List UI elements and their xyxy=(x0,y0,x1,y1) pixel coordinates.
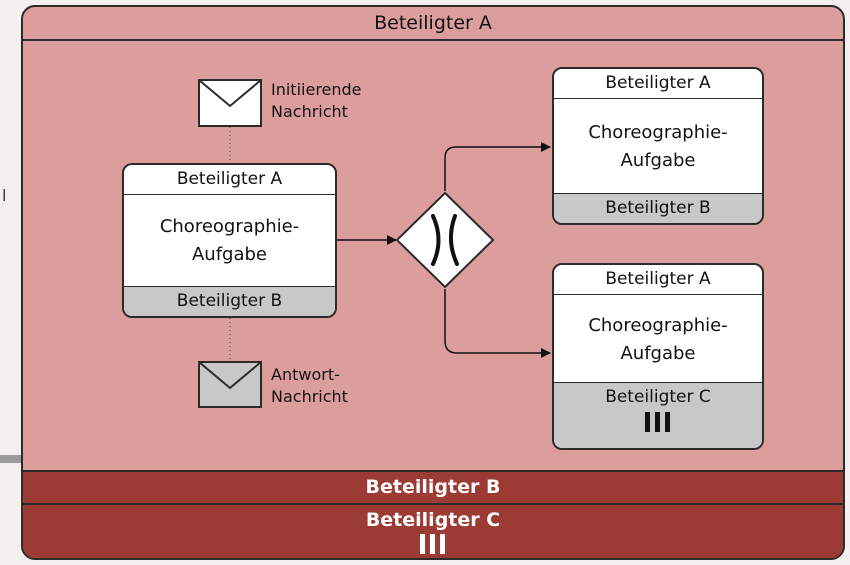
participant-band-c: Beteiligter C xyxy=(23,503,843,558)
participant-band-b: Beteiligter B xyxy=(23,470,843,503)
receiving-participant: Beteiligter B xyxy=(124,286,335,316)
initiating-participant: Beteiligter A xyxy=(124,165,335,195)
task-name: Choreographie- Aufgabe xyxy=(159,216,300,265)
receiving-participant: Beteiligter C xyxy=(554,382,762,448)
initiating-message-label: Initiierende Nachricht xyxy=(271,80,362,121)
task-name: Choreographie- Aufgabe xyxy=(588,315,728,364)
choreography-task: Beteiligter A Choreographie- Aufgabe Bet… xyxy=(552,263,764,450)
pool-title: Beteiligter A xyxy=(23,7,843,41)
sequence-flow-upper xyxy=(444,142,551,191)
choreography-task: Beteiligter A Choreographie- Aufgabe Bet… xyxy=(552,67,764,225)
initiating-participant: Beteiligter A xyxy=(554,69,762,99)
x-icon xyxy=(431,214,459,266)
envelope-icon xyxy=(198,361,262,408)
sequence-flow-lower xyxy=(444,289,551,358)
receiving-participant: Beteiligter B xyxy=(554,193,762,223)
background-fragment: l xyxy=(2,186,7,205)
participant-band-c-label: Beteiligter C xyxy=(365,509,501,531)
background-stripe xyxy=(0,455,40,463)
multi-instance-icon xyxy=(645,412,671,432)
initiating-participant: Beteiligter A xyxy=(554,265,762,295)
response-message-label: Antwort- Nachricht xyxy=(271,365,348,406)
multi-instance-icon xyxy=(420,534,446,554)
envelope-icon xyxy=(198,79,262,127)
task-name: Choreographie- Aufgabe xyxy=(588,122,728,171)
choreography-task: Beteiligter A Choreographie- Aufgabe Bet… xyxy=(122,163,337,318)
receiving-participant-label: Beteiligter C xyxy=(605,387,711,407)
exclusive-gateway xyxy=(395,191,495,289)
